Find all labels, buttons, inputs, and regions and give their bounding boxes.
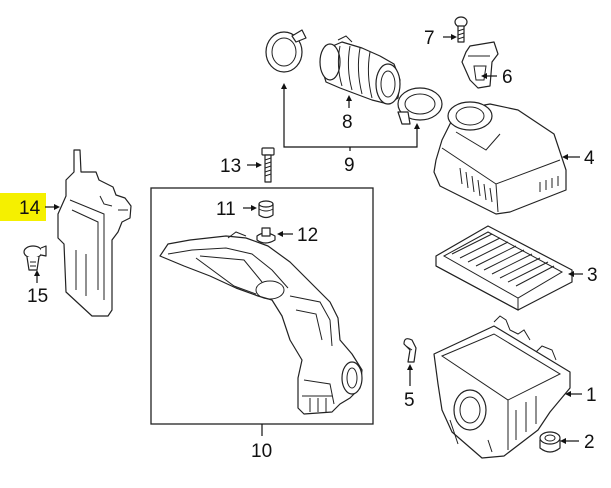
- callout-12: 12: [297, 225, 318, 246]
- part-14-bracket: [57, 149, 132, 317]
- callout-7: 7: [424, 28, 435, 49]
- callout-11: 11: [216, 199, 236, 220]
- callout-14-highlight: [0, 193, 46, 221]
- part-5-clip: [403, 338, 417, 363]
- part-15-clip: [23, 245, 47, 271]
- callout-15: 15: [27, 286, 48, 307]
- part-4-upper-housing: [433, 101, 567, 215]
- leader-lines: [34, 34, 583, 444]
- callout-10: 10: [251, 441, 272, 462]
- callout-5: 5: [404, 390, 415, 411]
- part-2-grommet: [539, 431, 561, 453]
- part-12-clip: [256, 227, 276, 244]
- callout-2: 2: [584, 432, 595, 453]
- callout-13: 13: [220, 156, 241, 177]
- part-8-hose: [319, 35, 401, 105]
- callout-1: 1: [586, 385, 597, 406]
- part-11-grommet: [258, 200, 274, 219]
- callout-3: 3: [587, 265, 598, 286]
- callout-8: 8: [342, 112, 353, 133]
- part-13-bolt: [261, 147, 275, 183]
- part-6-sensor: [461, 41, 499, 89]
- callout-14: 14: [19, 198, 41, 219]
- callout-9: 9: [344, 155, 355, 176]
- callout-6: 6: [502, 67, 513, 88]
- part-1-lower-housing: [433, 315, 571, 459]
- part-3-filter: [435, 225, 573, 311]
- part-9-clamp-right: [397, 87, 443, 125]
- part-7-screw: [454, 16, 468, 43]
- callout-4: 4: [584, 148, 595, 169]
- part-9-clamp-left: [265, 29, 307, 73]
- part-10-duct: [159, 231, 363, 415]
